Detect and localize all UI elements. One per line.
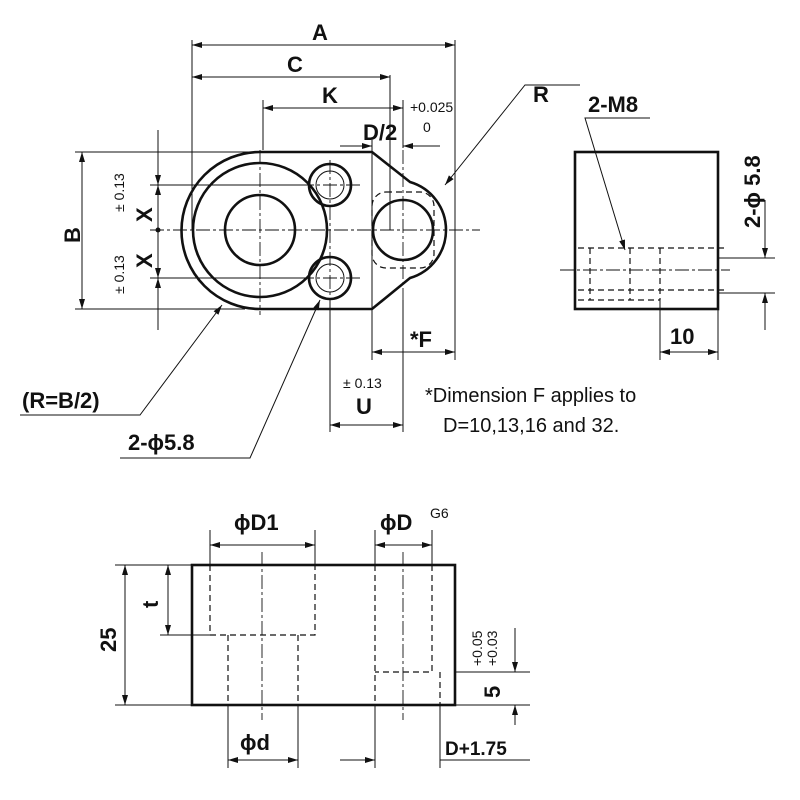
dim-D-half: D/2 xyxy=(363,120,397,145)
top-view xyxy=(20,40,580,459)
dim-D1: ϕD1 xyxy=(234,510,279,535)
thread-callout: 2-M8 xyxy=(588,92,638,117)
dim-d: ϕd xyxy=(240,730,270,755)
dim-B: B xyxy=(60,227,85,243)
dim-A: A xyxy=(312,20,328,45)
dim-R: R xyxy=(533,82,549,107)
dim-t: t xyxy=(138,600,163,608)
dim-D: ϕD xyxy=(380,510,412,535)
note-line-1: *Dimension F applies to xyxy=(425,385,636,407)
side-view xyxy=(560,117,775,360)
dim-5-tol-upper: +0.05 xyxy=(469,630,485,666)
dim-D-fit: G6 xyxy=(430,505,449,521)
note-line-2: D=10,13,16 and 32. xyxy=(443,415,619,437)
dim-D-half-tol-lower: 0 xyxy=(423,119,431,135)
dim-X-tol-lower: ± 0.13 xyxy=(111,255,127,294)
dim-U-tol: ± 0.13 xyxy=(343,375,382,391)
side-holes-callout: 2-ϕ 5.8 xyxy=(740,155,765,228)
dim-5-tol-lower: +0.03 xyxy=(484,630,500,666)
radius-note: (R=B/2) xyxy=(22,388,100,413)
dim-X-tol-upper: ± 0.13 xyxy=(111,173,127,212)
dim-F: *F xyxy=(410,327,432,352)
dim-D-half-tol-upper: +0.025 xyxy=(410,99,453,115)
body-outline xyxy=(180,150,448,311)
front-view xyxy=(115,530,530,768)
dim-X-lower: X xyxy=(132,253,157,268)
holes-callout: 2-ϕ5.8 xyxy=(128,430,195,455)
side-outline xyxy=(573,150,720,311)
dim-5: 5 xyxy=(480,686,505,698)
dim-U: U xyxy=(356,394,372,419)
dim-25: 25 xyxy=(96,628,121,652)
dim-D-plus-1-75: D+1.75 xyxy=(445,739,507,760)
dim-X-upper: X xyxy=(132,207,157,222)
dim-C: C xyxy=(287,52,303,77)
dim-K: K xyxy=(322,83,338,108)
dim-10: 10 xyxy=(670,324,694,349)
